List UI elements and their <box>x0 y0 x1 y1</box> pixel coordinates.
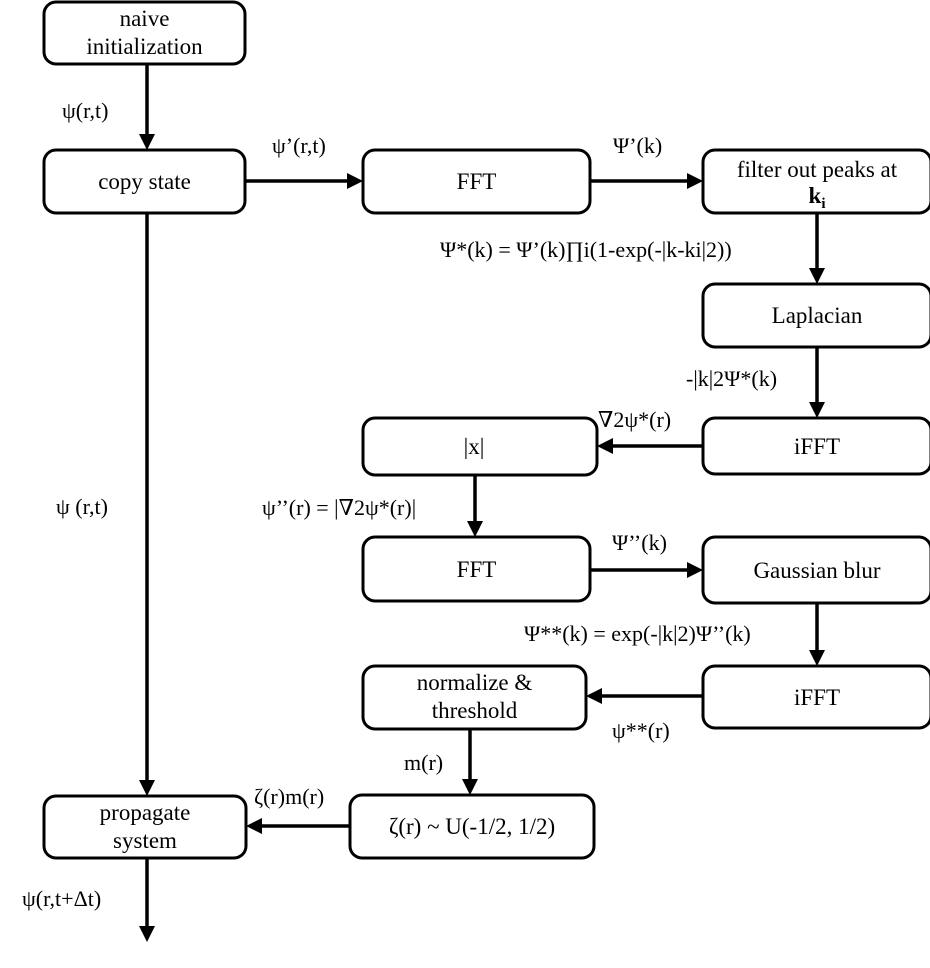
box-label: normalize & <box>417 670 533 695</box>
box-label: filter out peaks at <box>737 157 898 182</box>
connectors <box>139 64 825 942</box>
peak-wavevector-label: ki <box>809 183 826 212</box>
box-label: iFFT <box>794 434 840 459</box>
box-label: Gaussian blur <box>753 558 880 583</box>
arrowhead-propagate-out <box>139 926 155 942</box>
filter-peaks-box: filter out peaks at ki <box>701 148 930 215</box>
box-label: threshold <box>432 698 518 723</box>
arrowhead-copy-to-propagate <box>139 780 155 796</box>
naive-initialization-box: naive initialization <box>42 0 247 66</box>
edge-label-laplacian-psi-star: ∇2ψ*(r) <box>598 407 671 432</box>
edge-label-zeta-m: ζ(r)m(r) <box>254 784 324 809</box>
arrowhead-laplacian-to-ifft1 <box>809 402 825 418</box>
edge-label-psi-2star: ψ**(r) <box>612 718 670 743</box>
boxes: naive initialization copy state FFT filt… <box>42 0 930 860</box>
edge-label-neg-k2-Psi-star: -|k|2Ψ*(k) <box>686 366 777 391</box>
edge-label-Psi-dprime-k: Ψ’’(k) <box>612 530 667 555</box>
arrowhead-ifft1-to-abs <box>597 438 613 454</box>
box-label: iFFT <box>794 685 840 710</box>
edge-label-Psi-2star-formula: Ψ**(k) = exp(-|k|2)Ψ’’(k) <box>524 621 751 646</box>
arrowhead-naive-to-copy <box>139 134 155 150</box>
arrowhead-fft-to-filter <box>687 173 703 189</box>
arrowhead-ifft2-to-normalize <box>586 688 602 704</box>
arrowhead-blur-to-ifft2 <box>809 650 825 666</box>
box-label: system <box>113 828 177 853</box>
arrowhead-zeta-to-propagate <box>246 818 262 834</box>
fft-box-2: FFT <box>361 535 592 603</box>
ifft-box-1: iFFT <box>701 416 930 476</box>
normalize-threshold-box: normalize & threshold <box>361 664 588 731</box>
gaussian-blur-box: Gaussian blur <box>701 535 930 605</box>
zeta-uniform-box: ζ(r) ~ U(-1/2, 1/2) <box>348 793 596 860</box>
box-label: |x| <box>464 434 485 459</box>
ifft-box-2: iFFT <box>701 664 930 730</box>
arrowhead-fft2-to-blur <box>687 562 703 578</box>
edge-label-psi-prime: ψ’(r,t) <box>272 133 326 158</box>
arrowhead-normalize-to-zeta <box>462 779 478 795</box>
copy-state-box: copy state <box>42 148 247 215</box>
edge-label-Psi-star-formula: Ψ*(k) = Ψ’(k)∏i(1-exp(-|k-ki|2)) <box>440 237 732 262</box>
propagate-system-box: propagate system <box>42 794 248 860</box>
arrowhead-copy-to-fft <box>347 173 363 189</box>
box-label: copy state <box>98 169 191 194</box>
edge-label-psi-r-t: ψ(r,t) <box>62 98 108 123</box>
box-label: Laplacian <box>772 303 863 328</box>
abs-value-box: |x| <box>361 416 599 477</box>
box-label: initialization <box>86 34 203 59</box>
edge-label-psi-dprime-formula: ψ’’(r) = |∇2ψ*(r)| <box>262 495 416 520</box>
box-label: FFT <box>457 169 497 194</box>
box-label: FFT <box>457 557 497 582</box>
edge-labels: ψ(r,t) ψ’(r,t) Ψ’(k) Ψ*(k) = Ψ’(k)∏i(1-e… <box>22 98 777 911</box>
arrowhead-abs-to-fft2 <box>467 521 483 537</box>
edge-label-Psi-prime-k: Ψ’(k) <box>613 133 662 158</box>
laplacian-box: Laplacian <box>701 282 930 349</box>
arrowhead-filter-to-laplacian <box>809 268 825 284</box>
box-label: ζ(r) ~ U(-1/2, 1/2) <box>389 814 555 839</box>
fft-box-1: FFT <box>361 148 592 215</box>
edge-label-psi-t-dt: ψ(r,t+Δt) <box>22 886 101 911</box>
edge-label-m-r: m(r) <box>404 750 443 775</box>
box-label: naive <box>120 6 170 31</box>
edge-label-psi-left: ψ (r,t) <box>56 494 108 519</box>
box-label: propagate <box>100 800 191 825</box>
